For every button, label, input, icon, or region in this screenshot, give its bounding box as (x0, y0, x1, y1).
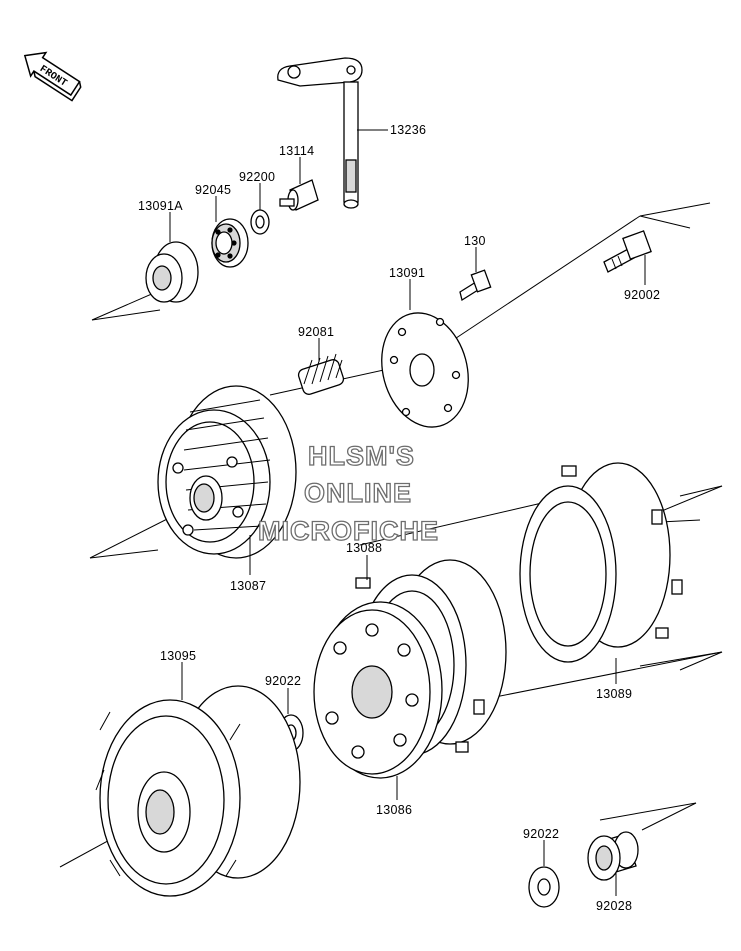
front-arrow-icon: FRONT (23, 51, 82, 102)
bolt-92002 (603, 230, 652, 273)
watermark-line-3: MICROFICHE (258, 516, 439, 546)
label-13089: 13089 (596, 687, 632, 701)
label-13088: 13088 (346, 541, 382, 555)
pressure-plate-13091 (381, 312, 469, 428)
label-92022-b: 92022 (523, 827, 559, 841)
bearing-92045 (211, 218, 249, 268)
clutch-boss-13086 (313, 601, 443, 779)
label-13091A: 13091A (138, 199, 183, 213)
clutch-hub-13087 (157, 385, 297, 559)
label-13086: 13086 (376, 803, 412, 817)
push-pin (279, 179, 319, 211)
label-13114: 13114 (279, 144, 314, 158)
clutch-housing-13095 (95, 685, 301, 897)
collar-13091A (145, 241, 199, 303)
clutch-spring-92081 (297, 353, 345, 395)
label-92045: 92045 (195, 183, 231, 197)
watermark-line-2: ONLINE (304, 478, 412, 508)
release-lever-shaft (277, 57, 363, 209)
friction-plate-13089 (519, 462, 683, 663)
washer-92200 (250, 209, 270, 235)
leader-lines (169, 129, 646, 896)
label-13091: 13091 (389, 266, 425, 280)
label-92081: 92081 (298, 325, 334, 339)
watermark: HLSM'S ONLINE MICROFICHE (257, 440, 439, 546)
label-92028: 92028 (596, 899, 632, 913)
label-92022-a: 92022 (265, 674, 301, 688)
washer-92022-b (528, 866, 560, 908)
label-13236: 13236 (390, 123, 426, 137)
watermark-line-1: HLSM'S (308, 441, 415, 471)
label-92002: 92002 (624, 288, 660, 302)
part-labels: 13236 13114 92200 92045 13091A 130 92002… (138, 123, 660, 913)
label-130: 130 (464, 234, 486, 248)
label-13087: 13087 (230, 579, 266, 593)
label-92200: 92200 (239, 170, 275, 184)
collar-92028 (587, 831, 639, 881)
label-13095: 13095 (160, 649, 196, 663)
bolt-130 (459, 269, 492, 302)
